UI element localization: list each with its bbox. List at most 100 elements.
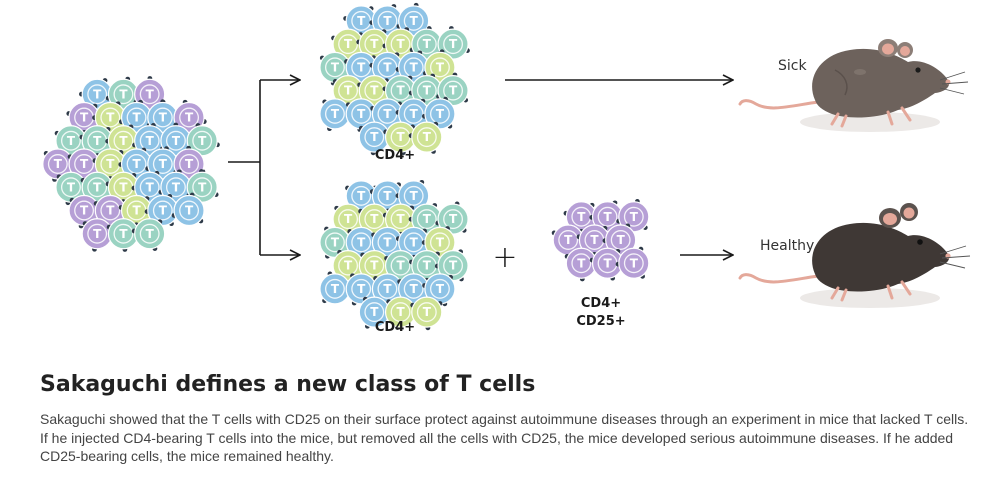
t-cell-letter: T xyxy=(119,180,128,194)
t-cell: T xyxy=(358,121,391,156)
t-cell-letter: T xyxy=(617,233,626,247)
t-cell: T xyxy=(395,50,430,83)
t-cell-letter: T xyxy=(396,259,405,273)
t-cell-letter: T xyxy=(449,212,458,226)
t-cell-letter: T xyxy=(383,189,392,203)
t-cell-letter: T xyxy=(630,256,639,270)
t-cell-letter: T xyxy=(67,134,76,148)
t-cell: T xyxy=(395,179,430,212)
t-cell-letter: T xyxy=(370,130,379,144)
t-cell-letter: T xyxy=(449,259,458,273)
t-cell-letter: T xyxy=(146,180,155,194)
t-cell: T xyxy=(93,194,126,229)
t-cell: T xyxy=(171,192,205,227)
t-cell-letter: T xyxy=(146,134,155,148)
t-cell-letter: T xyxy=(396,130,405,144)
t-cell: T xyxy=(421,96,456,130)
t-cell-letter: T xyxy=(383,107,392,121)
t-cell-letter: T xyxy=(93,134,102,148)
t-cell: T xyxy=(319,98,353,132)
t-cell-letter: T xyxy=(357,14,366,28)
t-cell-letter: T xyxy=(172,180,181,194)
t-cell-letter: T xyxy=(603,210,612,224)
t-cell-letter: T xyxy=(54,157,63,171)
t-cell: T xyxy=(106,218,140,252)
t-cell: T xyxy=(358,296,393,329)
t-cell-letter: T xyxy=(159,157,168,171)
t-cell-letter: T xyxy=(410,235,419,249)
t-cell-letter: T xyxy=(383,14,392,28)
t-cell-letter: T xyxy=(344,212,353,226)
t-cell-letter: T xyxy=(577,256,586,270)
t-cell-letter: T xyxy=(436,235,445,249)
t-cell-letter: T xyxy=(185,157,194,171)
t-cell-letter: T xyxy=(331,60,340,74)
t-cell: T xyxy=(80,171,113,206)
t-cell-letter: T xyxy=(344,37,353,51)
t-cell-letter: T xyxy=(198,180,207,194)
t-cell-letter: T xyxy=(344,84,353,98)
t-cell-letter: T xyxy=(396,84,405,98)
t-cell-letter: T xyxy=(630,210,639,224)
t-cell-letter: T xyxy=(423,130,432,144)
t-cell-letter: T xyxy=(383,60,392,74)
t-cell: T xyxy=(79,78,113,111)
t-cell-letter: T xyxy=(357,189,366,203)
t-cell-letter: T xyxy=(410,60,419,74)
healthy-mouse-icon xyxy=(738,203,971,308)
t-cell-letter: T xyxy=(146,87,155,101)
t-cell-letter: T xyxy=(436,107,445,121)
t-cell-letter: T xyxy=(132,111,141,125)
t-cell-letter: T xyxy=(370,37,379,51)
t-cell-letter: T xyxy=(132,204,141,218)
split-arrow xyxy=(228,80,300,255)
t-cell: T xyxy=(408,203,443,236)
t-cell: T xyxy=(408,121,443,154)
t-cell: T xyxy=(54,125,87,159)
t-cell-letter: T xyxy=(106,204,115,218)
t-cell-letter: T xyxy=(331,107,340,121)
t-cell-letter: T xyxy=(577,210,586,224)
sick-mouse-icon xyxy=(738,39,969,132)
label-cd4-bottom: CD4+ xyxy=(374,320,416,335)
t-cell: T xyxy=(118,194,153,228)
t-cell-letter: T xyxy=(449,37,458,51)
t-cell-letter: T xyxy=(67,180,76,194)
t-cell: T xyxy=(66,101,100,136)
t-cell: T xyxy=(564,247,597,282)
t-cell-letter: T xyxy=(357,282,366,296)
plus-sign: + xyxy=(492,240,517,275)
t-cell-letter: T xyxy=(410,282,419,296)
t-cell: T xyxy=(551,224,584,259)
t-cell: T xyxy=(589,200,624,233)
t-cell: T xyxy=(615,246,650,279)
t-cell-letter: T xyxy=(80,157,89,171)
t-cell-letter: T xyxy=(146,227,155,241)
t-cell-letter: T xyxy=(344,259,353,273)
t-cell-letter: T xyxy=(370,84,379,98)
t-cell-letter: T xyxy=(119,87,128,101)
t-cell: T xyxy=(42,148,76,182)
t-cell: T xyxy=(356,28,390,62)
t-cell-letter: T xyxy=(590,233,599,247)
t-cell: T xyxy=(408,73,443,107)
t-cell: T xyxy=(410,296,443,331)
label-cd4-cd25-line2: CD25+ xyxy=(576,314,626,329)
t-cell-letter: T xyxy=(172,134,181,148)
t-cell-letter: T xyxy=(410,189,419,203)
t-cell-letter: T xyxy=(119,227,128,241)
t-cell-letter: T xyxy=(106,157,115,171)
t-cell-letter: T xyxy=(159,204,168,218)
t-cell-letter: T xyxy=(370,305,379,319)
t-cell-letter: T xyxy=(80,111,89,125)
page-title: Sakaguchi defines a new class of T cells xyxy=(40,372,536,397)
t-cell-letter: T xyxy=(119,134,128,148)
t-cell: T xyxy=(186,123,220,157)
outcome-sick-label: Sick xyxy=(778,58,807,74)
t-cell-letter: T xyxy=(383,235,392,249)
t-cell-letter: T xyxy=(396,212,405,226)
t-cell-letter: T xyxy=(198,134,207,148)
